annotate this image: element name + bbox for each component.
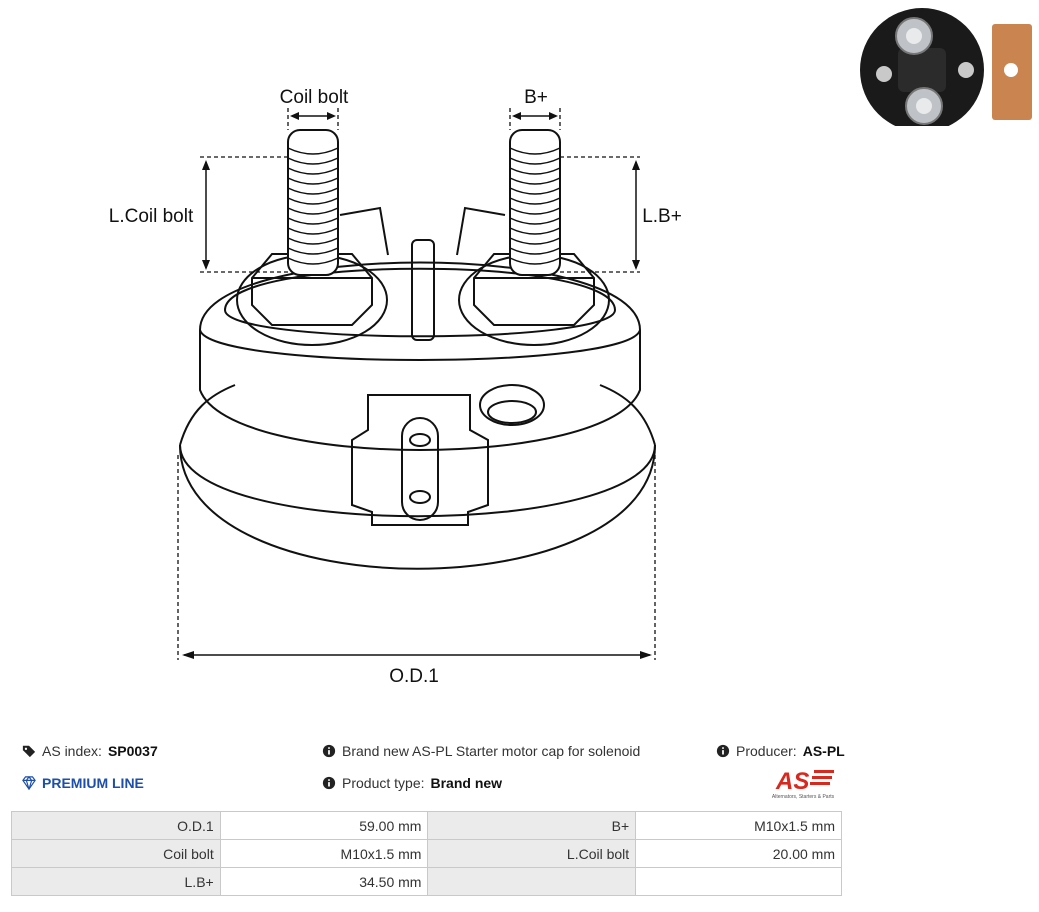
tags-icon [22,745,36,758]
spec-key: B+ [427,811,637,840]
as-index-value: SP0037 [107,743,158,759]
label-b-plus: B+ [524,87,548,108]
product-type-value: Brand new [430,775,503,791]
as-index-label: AS index: [42,743,102,759]
table-row: O.D.1 59.00 mm B+ M10x1.5 mm [11,811,842,840]
premium-line[interactable]: PREMIUM LINE [22,775,144,791]
spec-key [427,867,637,896]
description-text: Brand new AS-PL Starter motor cap for so… [342,743,641,759]
as-pl-logo: AS Alternators, Starters & Parts [772,768,835,800]
spec-value: 34.50 mm [219,867,429,896]
spec-value [635,867,842,896]
info-icon [322,776,336,790]
premium-line-link[interactable]: PREMIUM LINE [42,775,144,791]
label-od1: O.D.1 [389,666,439,687]
producer-value: AS-PL [802,743,845,759]
label-coil-bolt: Coil bolt [280,87,349,108]
table-row: L.B+ 34.50 mm [11,867,842,896]
spec-key: Coil bolt [11,839,221,868]
spec-value: 59.00 mm [219,811,429,840]
product-type: Product type: Brand new [322,775,502,791]
spec-value: 20.00 mm [635,839,842,868]
info-icon [716,744,730,758]
info-icon [322,744,336,758]
label-l-b-plus: L.B+ [642,206,682,227]
svg-text:AS: AS [775,768,809,795]
producer-label: Producer: [736,743,797,759]
spec-key: O.D.1 [11,811,221,840]
spec-value: M10x1.5 mm [219,839,429,868]
producer: Producer: AS-PL [716,743,845,759]
product-type-label: Product type: [342,775,425,791]
spec-value: M10x1.5 mm [635,811,842,840]
table-row: Coil bolt M10x1.5 mm L.Coil bolt 20.00 m… [11,839,842,868]
as-index: AS index: SP0037 [22,743,158,759]
specs-table: O.D.1 59.00 mm B+ M10x1.5 mm Coil bolt M… [11,811,842,896]
product-photo-thumbnail[interactable] [860,8,1036,126]
spec-key: L.B+ [11,867,221,896]
svg-text:Alternators, Starters & Parts: Alternators, Starters & Parts [772,794,835,800]
label-l-coil-bolt: L.Coil bolt [109,206,194,227]
description: Brand new AS-PL Starter motor cap for so… [322,743,640,759]
spec-key: L.Coil bolt [427,839,637,868]
diamond-icon [22,776,36,790]
technical-drawing: Coil bolt B+ L.Coil bolt L.B+ O.D.1 [109,87,682,687]
